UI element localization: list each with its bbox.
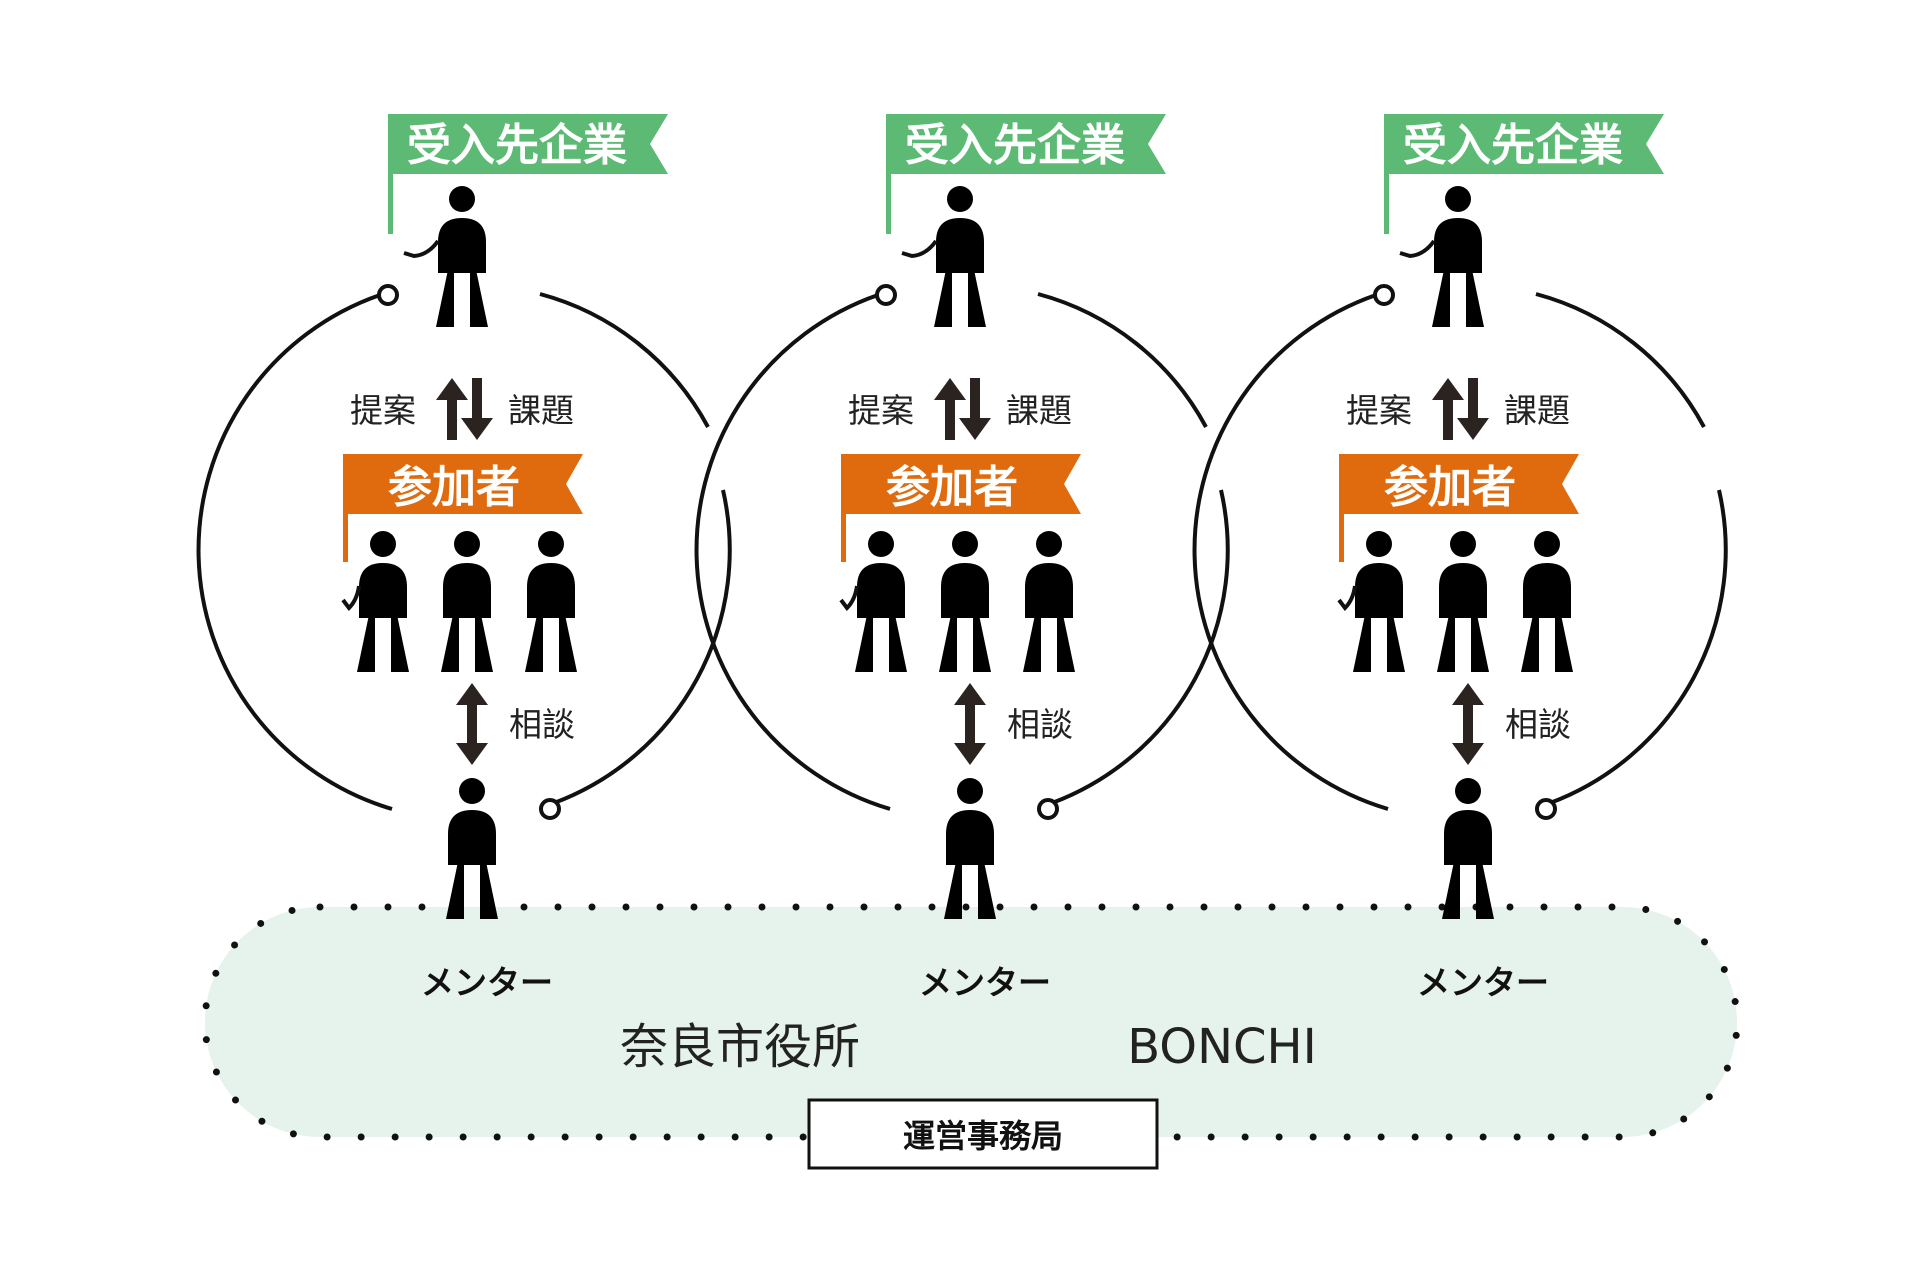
participant-person-icon [1521,531,1573,672]
vertical-double-arrow-icon [456,683,488,765]
company-flag: 受入先企業 [1384,114,1664,234]
bidirectional-arrow-icon [436,378,493,440]
participant-person-icon [1437,531,1489,672]
participant-person-icon [1023,531,1075,672]
participant-person-icon [525,531,577,672]
participant-label: 参加者 [886,462,1018,513]
bidirectional-arrow-icon [1432,378,1489,440]
vertical-double-arrow-icon [1452,683,1484,765]
issue-label: 課題 [1504,391,1570,430]
group-1: 受入先企業 提案 課題 参加者 相談 メンター [196,114,732,1002]
org-bonchi: BONCHI [1127,1019,1317,1075]
consult-label: 相談 [509,705,575,744]
participant-flag: 参加者 [343,454,583,562]
group-2: 受入先企業 提案 課題 参加者 相談 メンター [694,114,1230,1002]
office-box [807,1098,1159,1170]
participant-label: 参加者 [1384,462,1516,513]
org-nara-city: 奈良市役所 [620,1019,860,1075]
participant-person-icon [441,531,493,672]
company-flag: 受入先企業 [886,114,1166,234]
company-label: 受入先企業 [905,120,1125,171]
cycle-circle [196,284,732,820]
bidirectional-arrow-icon [934,378,991,440]
company-person-icon [901,186,986,327]
company-label: 受入先企業 [407,120,627,171]
participant-label: 参加者 [388,462,520,513]
mentor-label: メンター [919,963,1051,1002]
company-person-icon [403,186,488,327]
office-label: 運営事務局 [903,1117,1063,1155]
mentor-label: メンター [421,963,553,1002]
company-person-icon [1399,186,1484,327]
mentor-person-icon [1442,778,1494,919]
participant-person-icon [939,531,991,672]
consult-label: 相談 [1007,705,1073,744]
issue-label: 課題 [1006,391,1072,430]
mentor-label: メンター [1417,963,1549,1002]
cycle-circle [1192,284,1728,820]
participant-person-icon [1337,531,1405,672]
participant-flag: 参加者 [841,454,1081,562]
proposal-label: 提案 [1346,391,1412,430]
participant-person-icon [839,531,907,672]
group-3: 受入先企業 提案 課題 参加者 相談 メンター [1192,114,1728,1002]
company-label: 受入先企業 [1403,120,1623,171]
participant-flag: 参加者 [1339,454,1579,562]
company-flag: 受入先企業 [388,114,668,234]
mentor-person-icon [446,778,498,919]
consult-label: 相談 [1505,705,1571,744]
secretariat-area: 奈良市役所 BONCHI 運営事務局 [201,903,1741,1170]
proposal-label: 提案 [848,391,914,430]
vertical-double-arrow-icon [954,683,986,765]
participant-person-icon [341,531,409,672]
mentor-person-icon [944,778,996,919]
issue-label: 課題 [508,391,574,430]
cycle-circle [694,284,1230,820]
proposal-label: 提案 [350,391,416,430]
